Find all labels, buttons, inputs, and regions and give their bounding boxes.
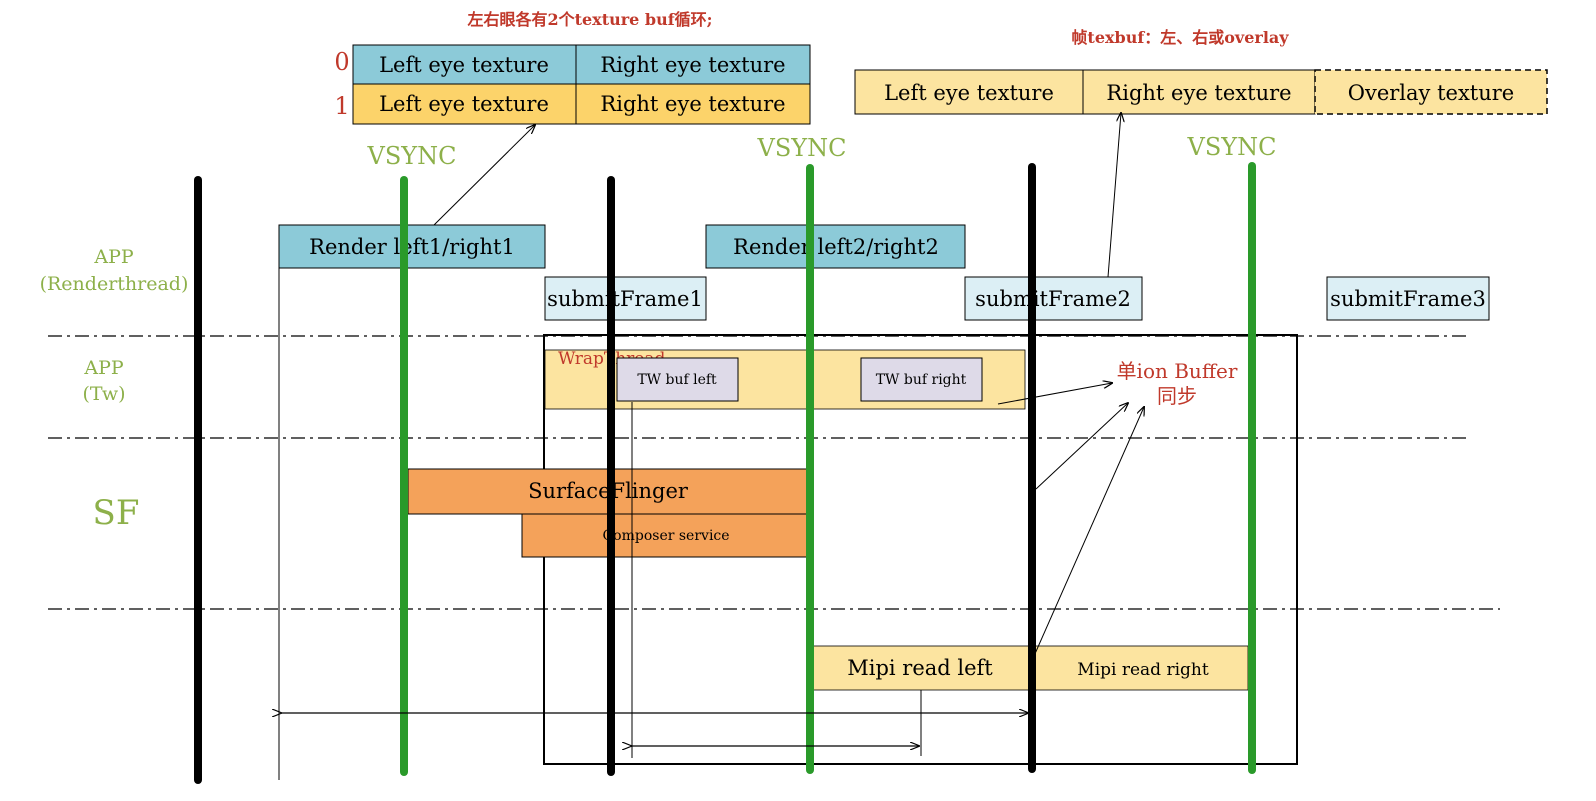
lane-app-render-label-2: (Renderthread) — [40, 273, 189, 295]
top-note-title: 左右眼各有2个texture buf循环; — [466, 10, 712, 29]
texture-row-1-index: 1 — [334, 92, 349, 120]
texture-row-1-right-label: Right eye texture — [600, 92, 785, 116]
submit2-label: submitFrame2 — [975, 287, 1131, 311]
tw-right-block — [860, 357, 983, 402]
sync-note-line1: 单ion Buffer — [1117, 359, 1238, 383]
texture-row-0-left-label: Left eye texture — [379, 53, 549, 77]
mipi-left-block — [809, 645, 1032, 691]
frame-left-box — [854, 69, 1084, 115]
lane-sf-label: SF — [93, 493, 140, 533]
texture-row-0-left-box — [352, 44, 577, 85]
sync-note-line2: 同步 — [1157, 384, 1197, 408]
tw-left-label: TW buf left — [637, 372, 717, 388]
arrow-submit2-to-frame — [1107, 113, 1121, 278]
vsync-label-1: VSYNC — [367, 142, 457, 170]
submit2-block — [964, 276, 1143, 321]
texture-row-1: 1 Left eye texture Right eye texture — [334, 83, 811, 125]
submit3-label: submitFrame3 — [1330, 287, 1486, 311]
render2-label: Render left2/right2 — [733, 235, 939, 259]
render2-block — [705, 224, 966, 269]
frame-right-box — [1082, 69, 1316, 115]
lane-app-render-label-1: APP — [93, 246, 134, 268]
vsync-label-2: VSYNC — [757, 134, 847, 162]
render1-label: Render left1/right1 — [309, 235, 515, 259]
submit3-block — [1326, 276, 1490, 321]
mipi-right-label: Mipi read right — [1077, 660, 1209, 680]
lane-app-tw-label-1: APP — [83, 357, 124, 379]
arrow-wrapthread-to-sync — [997, 383, 1112, 405]
arrow-mipi-to-sync — [1033, 407, 1144, 657]
frame-overlay-box — [1314, 69, 1548, 115]
vsync-label-3: VSYNC — [1187, 133, 1277, 161]
mipi-left-label: Mipi read left — [847, 656, 993, 680]
render1-block — [278, 224, 546, 269]
mipi-right-block — [1030, 645, 1249, 691]
lane-app-tw-label-2: (Tw) — [82, 383, 125, 405]
texture-row-1-left-label: Left eye texture — [379, 92, 549, 116]
frame-left-label: Left eye texture — [884, 81, 1054, 105]
tw-right-label: TW buf right — [876, 372, 967, 388]
submit1-block — [544, 276, 707, 321]
texture-row-1-left-box — [352, 83, 577, 125]
composer-label: Composer service — [602, 528, 729, 544]
composer-block — [521, 513, 811, 558]
arrow-render1-to-texture — [433, 125, 535, 226]
frame-right-label: Right eye texture — [1106, 81, 1291, 105]
frame-overlay-label: Overlay texture — [1348, 81, 1514, 105]
frame-note-title: 帧texbuf：左、右或overlay — [1071, 28, 1289, 47]
tw-left-block — [616, 357, 739, 402]
frame-texbuf-row: Left eye texture Right eye texture Overl… — [854, 69, 1548, 115]
texture-row-0: 0 Left eye texture Right eye texture — [334, 44, 811, 85]
texture-row-1-right-box — [575, 83, 811, 125]
arrow-frameline-to-sync — [1035, 403, 1128, 490]
texture-row-0-right-label: Right eye texture — [600, 53, 785, 77]
texture-row-0-index: 0 — [334, 48, 349, 76]
submit1-label: submitFrame1 — [547, 287, 703, 311]
